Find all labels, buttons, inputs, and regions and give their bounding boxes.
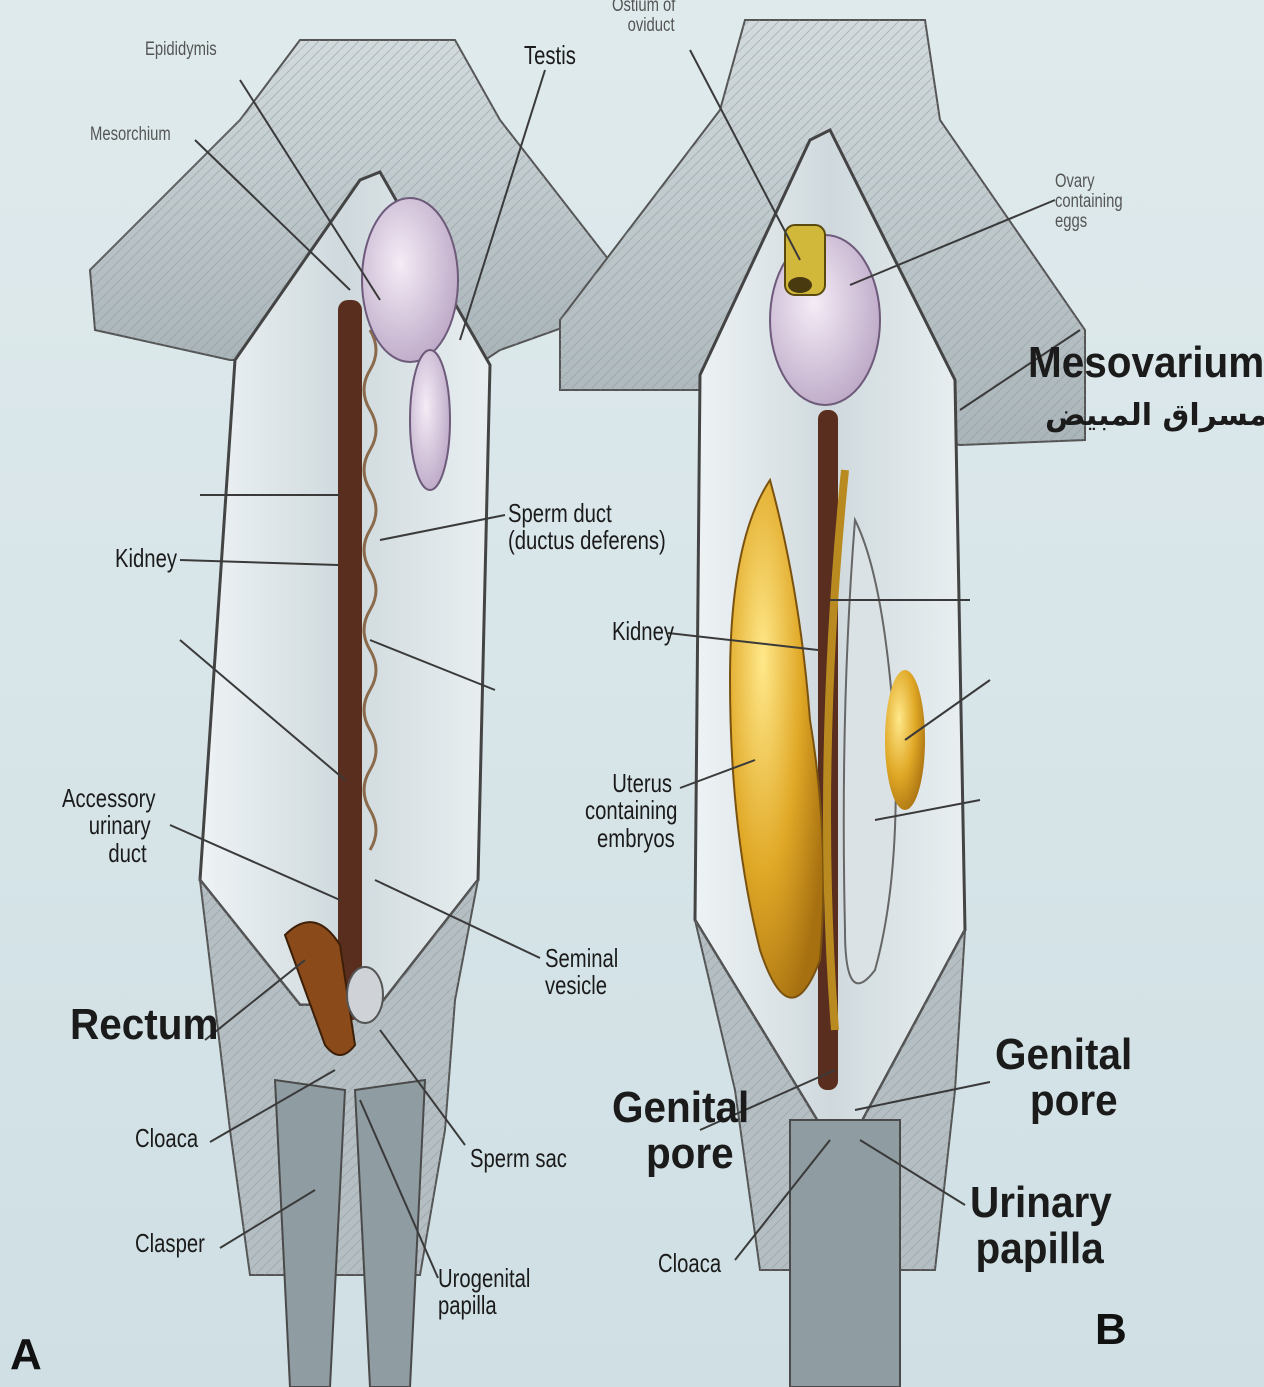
label-urogenital-papilla: Urogenital papilla bbox=[438, 1265, 530, 1320]
label-kidney-b: Kidney bbox=[612, 618, 674, 645]
urogenital-line-1: Urogenital bbox=[438, 1265, 530, 1292]
uterus-line-2: containing bbox=[585, 797, 677, 824]
sperm-duct-line-2: (ductus deferens) bbox=[508, 527, 666, 554]
label-accessory-urinary-duct: Accessory urinary duct bbox=[62, 785, 156, 867]
label-urinary-papilla: Urinary papilla bbox=[970, 1180, 1112, 1272]
label-ovary-containing-eggs: Ovary containing eggs bbox=[1055, 172, 1123, 232]
label-mesorchium: Mesorchium bbox=[90, 125, 171, 145]
genital-right-line-2: pore bbox=[995, 1078, 1132, 1124]
ostium-line-2: oviduct bbox=[612, 16, 675, 36]
label-cloaca-a: Cloaca bbox=[135, 1125, 198, 1152]
genital-left-line-2: pore bbox=[612, 1131, 749, 1177]
label-sperm-sac: Sperm sac bbox=[470, 1145, 567, 1172]
uterus-line-1: Uterus bbox=[585, 770, 677, 797]
ovary-line-2: containing bbox=[1055, 192, 1123, 212]
label-seminal-vesicle: Seminal vesicle bbox=[545, 945, 618, 1000]
seminal-line-1: Seminal bbox=[545, 945, 618, 972]
seminal-line-2: vesicle bbox=[545, 972, 618, 999]
label-testis: Testis bbox=[524, 42, 576, 69]
label-sperm-duct: Sperm duct (ductus deferens) bbox=[508, 500, 666, 555]
panel-letter-a: A bbox=[10, 1330, 42, 1380]
sperm-duct-line-1: Sperm duct bbox=[508, 500, 666, 527]
panel-a-illustration bbox=[90, 40, 640, 1387]
label-genital-pore-right: Genital pore bbox=[995, 1032, 1132, 1124]
accessory-line-2: urinary bbox=[62, 812, 156, 839]
label-genital-pore-left: Genital pore bbox=[612, 1085, 749, 1177]
ovary-line-1: Ovary bbox=[1055, 172, 1123, 192]
label-ostium-of-oviduct: Ostium of oviduct bbox=[612, 0, 675, 36]
urinary-line-1: Urinary bbox=[970, 1180, 1112, 1226]
accessory-line-3: duct bbox=[62, 840, 156, 867]
panel-letter-b: B bbox=[1095, 1305, 1127, 1355]
ovary-line-3: eggs bbox=[1055, 212, 1123, 232]
label-mesovarium-arabic: مسراق المبيض bbox=[1045, 400, 1264, 432]
label-uterus-containing-embryos: Uterus containing embryos bbox=[585, 770, 677, 852]
urinary-line-2: papilla bbox=[970, 1226, 1112, 1272]
genital-right-line-1: Genital bbox=[995, 1032, 1132, 1078]
label-mesovarium: Mesovarium bbox=[1028, 340, 1264, 386]
ostium-line-1: Ostium of bbox=[612, 0, 675, 16]
label-cloaca-b: Cloaca bbox=[658, 1250, 721, 1277]
genital-left-line-1: Genital bbox=[612, 1085, 749, 1131]
uterus-line-3: embryos bbox=[585, 825, 677, 852]
label-rectum: Rectum bbox=[70, 1002, 218, 1048]
accessory-line-1: Accessory bbox=[62, 785, 156, 812]
urogenital-line-2: papilla bbox=[438, 1292, 530, 1319]
label-clasper: Clasper bbox=[135, 1230, 205, 1257]
label-kidney-a: Kidney bbox=[115, 545, 177, 572]
label-epididymis: Epididymis bbox=[145, 40, 217, 60]
